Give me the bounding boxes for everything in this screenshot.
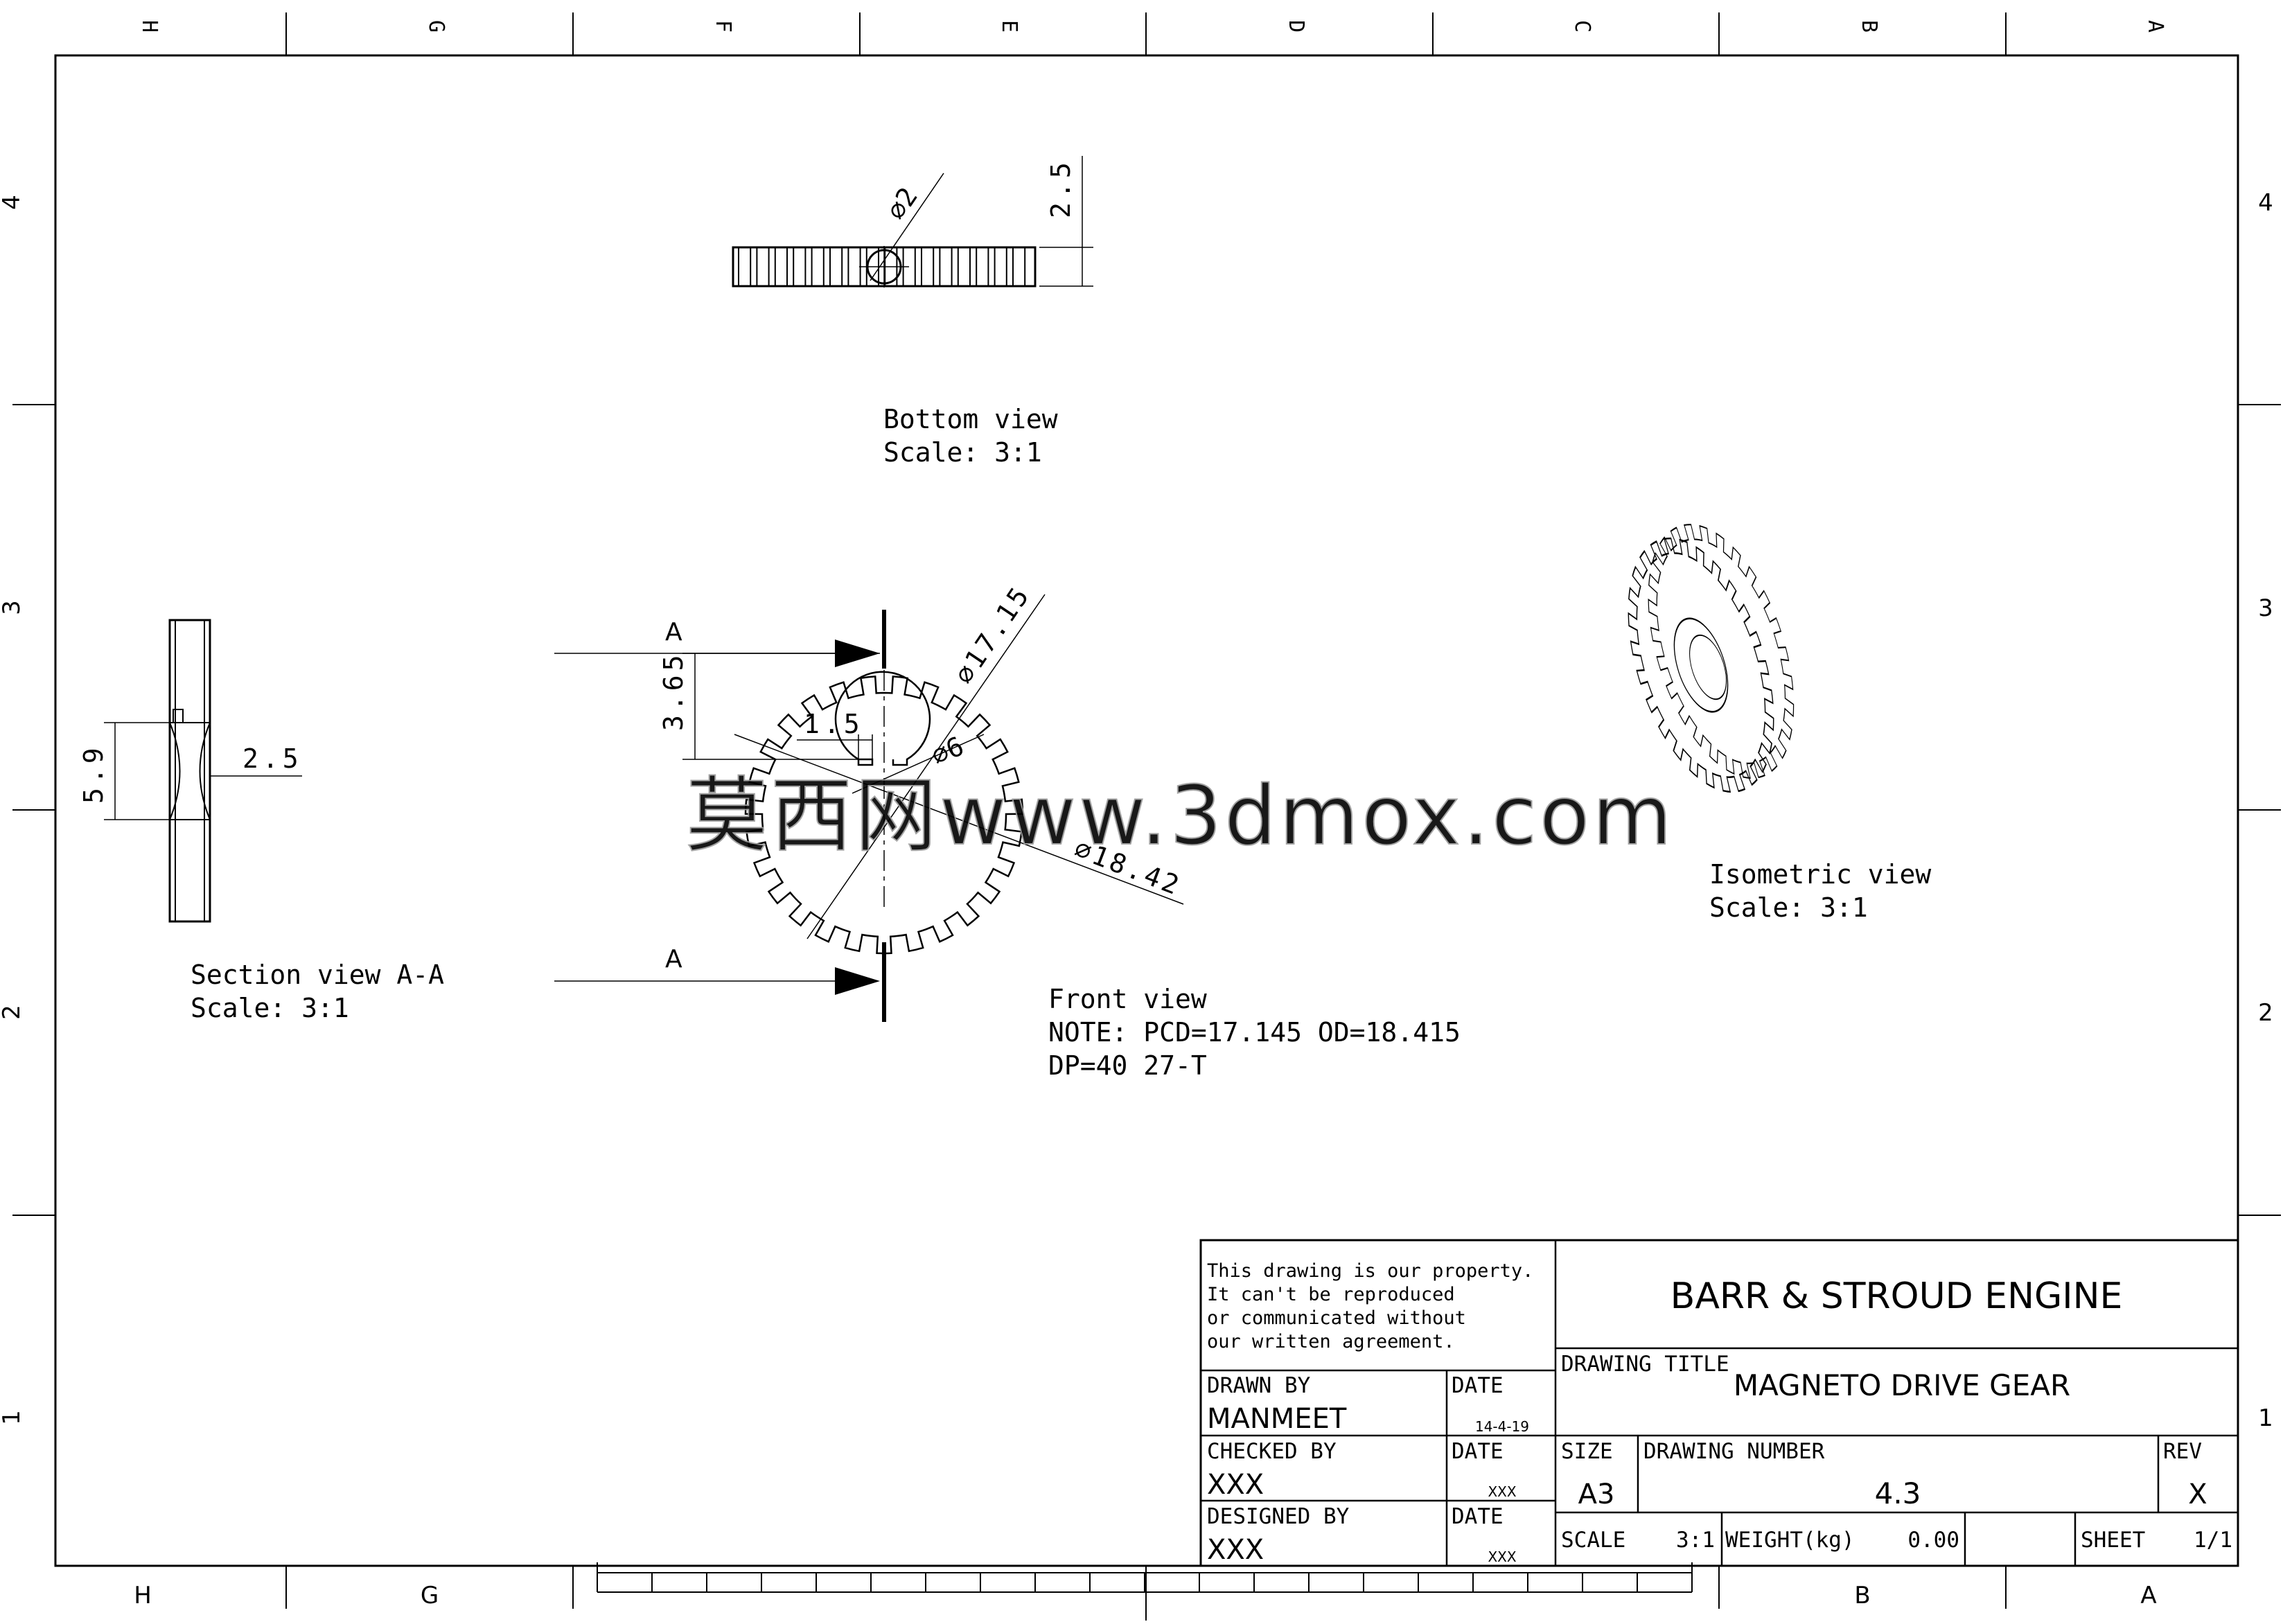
zone-number-right-2: 2: [2258, 999, 2273, 1027]
front-view-dim-bore: ⌀6: [927, 730, 969, 771]
section-view-dim-bore: 5.9: [78, 743, 109, 804]
bottom-view-scale: Scale: 3:1: [883, 437, 1042, 468]
rev-value: X: [2188, 1479, 2207, 1510]
zone-number-left-2: 2: [0, 1005, 26, 1020]
zone-number-right-4: 4: [2258, 189, 2273, 217]
property-note-line-2: It can't be reproduced: [1207, 1284, 1455, 1305]
zone-letter-bottom-g: G: [421, 1582, 439, 1609]
isometric-view-scale: Scale: 3:1: [1709, 892, 1868, 923]
designed-date-label: DATE: [1452, 1504, 1504, 1529]
bottom-view-leader: [870, 173, 944, 281]
zone-letter-top-h: H: [137, 20, 161, 33]
section-label-top: A: [665, 618, 682, 646]
checked-by-value: XXX: [1207, 1469, 1264, 1501]
checked-by-label: CHECKED BY: [1207, 1439, 1337, 1464]
zone-number-right-3: 3: [2258, 594, 2273, 622]
zone-number-left-4: 4: [0, 195, 26, 210]
zone-letter-top-c: C: [1570, 20, 1594, 33]
size-label: SIZE: [1561, 1439, 1613, 1464]
zone-letter-bottom-a: A: [2140, 1582, 2156, 1609]
sheet-label: SHEET: [2081, 1528, 2145, 1553]
sheet-value: 1/1: [2194, 1528, 2232, 1553]
section-view-keyway: [173, 709, 184, 723]
isometric-view-title: Isometric view: [1709, 859, 1931, 890]
zone-letter-top-d: D: [1284, 20, 1308, 33]
zone-letter-bottom-b: B: [1854, 1582, 1870, 1609]
section-view-bore-curve-left: [169, 722, 181, 820]
zone-ticks: [12, 12, 2281, 1621]
designed-date-value: XXX: [1488, 1548, 1516, 1565]
watermark: 莫西网www.3dmox.com: [686, 768, 1675, 863]
section-view-title: Section view A-A: [191, 960, 444, 990]
section-view-outline: [168, 619, 211, 923]
front-view-leader-pcd: [806, 594, 1046, 939]
drawn-date-label: DATE: [1452, 1373, 1504, 1398]
drawing-number-label: DRAWING NUMBER: [1643, 1439, 1825, 1464]
property-note-line-3: or communicated without: [1207, 1307, 1466, 1329]
weight-label: WEIGHT(kg): [1725, 1528, 1855, 1553]
property-note-line-1: This drawing is our property.: [1207, 1260, 1533, 1282]
isometric-gear: [1628, 524, 1795, 793]
front-view-title: Front view: [1048, 984, 1207, 1014]
front-view-note-1: NOTE: PCD=17.145 OD=18.415: [1048, 1017, 1461, 1048]
front-view-note-2: DP=40 27-T: [1048, 1050, 1207, 1081]
property-note-line-4: our written agreement.: [1207, 1331, 1455, 1352]
zone-letter-top-b: B: [1857, 20, 1881, 33]
section-arrow-head-bottom: [835, 967, 880, 995]
zone-letter-bottom-h: H: [134, 1582, 152, 1609]
designed-by-label: DESIGNED BY: [1207, 1504, 1350, 1529]
front-view-leader-bore: [852, 734, 985, 794]
bottom-view-title: Bottom view: [883, 404, 1058, 434]
drawn-by-value: MANMEET: [1207, 1403, 1347, 1435]
size-value: A3: [1578, 1479, 1615, 1510]
zone-number-left-1: 1: [0, 1410, 26, 1425]
section-view-scale: Scale: 3:1: [191, 993, 349, 1023]
scale-value: 3:1: [1676, 1528, 1715, 1553]
zone-letter-top-a: A: [2143, 20, 2167, 33]
checked-date-label: DATE: [1452, 1439, 1504, 1464]
zone-letter-top-g: G: [424, 20, 448, 33]
zone-number-right-1: 1: [2258, 1404, 2273, 1432]
zone-number-left-3: 3: [0, 600, 26, 615]
front-view-leader-od: [734, 734, 1184, 905]
front-view-dim-keyway-width: 1.5: [804, 709, 864, 739]
bottom-view: ⌀2 2.5 Bottom view Scale: 3:1: [732, 156, 1093, 468]
drawn-by-label: DRAWN BY: [1207, 1373, 1311, 1398]
front-view-keyway: [857, 758, 874, 766]
scale-ruler: [597, 1562, 1693, 1593]
drawing-title: MAGNETO DRIVE GEAR: [1734, 1368, 2070, 1402]
drawn-date-value: 14-4-19: [1475, 1418, 1529, 1435]
front-view-bore: [834, 671, 931, 766]
scale-label: SCALE: [1561, 1528, 1625, 1553]
rev-label: REV: [2163, 1439, 2202, 1464]
drawing-title-label: DRAWING TITLE: [1561, 1352, 1729, 1377]
checked-date-value: XXX: [1488, 1483, 1516, 1500]
section-view: 5.9 2.5 Section view A-A Scale: 3:1: [78, 619, 444, 1023]
isometric-view: Isometric view Scale: 3:1: [1628, 524, 1931, 923]
zone-letter-top-e: E: [997, 20, 1021, 33]
title-block: This drawing is our property. It can't b…: [1199, 1239, 2239, 1567]
bottom-view-dim-height: 2.5: [1046, 158, 1076, 218]
company-name: BARR & STROUD ENGINE: [1670, 1276, 2123, 1317]
front-view-dim-pcd: ⌀17.15: [949, 580, 1037, 689]
weight-value: 0.00: [1907, 1528, 1959, 1553]
zone-letter-top-f: F: [711, 20, 735, 33]
section-label-bottom: A: [665, 945, 682, 973]
section-view-dim-width: 2.5: [243, 743, 303, 774]
section-view-bore-curve-right: [199, 722, 211, 820]
designed-by-value: XXX: [1207, 1534, 1264, 1566]
bottom-view-dim-hole: ⌀2: [881, 182, 924, 225]
front-view-dim-keyway-depth: 3.65: [658, 651, 689, 731]
title-block-frame: [1199, 1239, 2239, 1567]
drawing-number-value: 4.3: [1875, 1476, 1921, 1510]
